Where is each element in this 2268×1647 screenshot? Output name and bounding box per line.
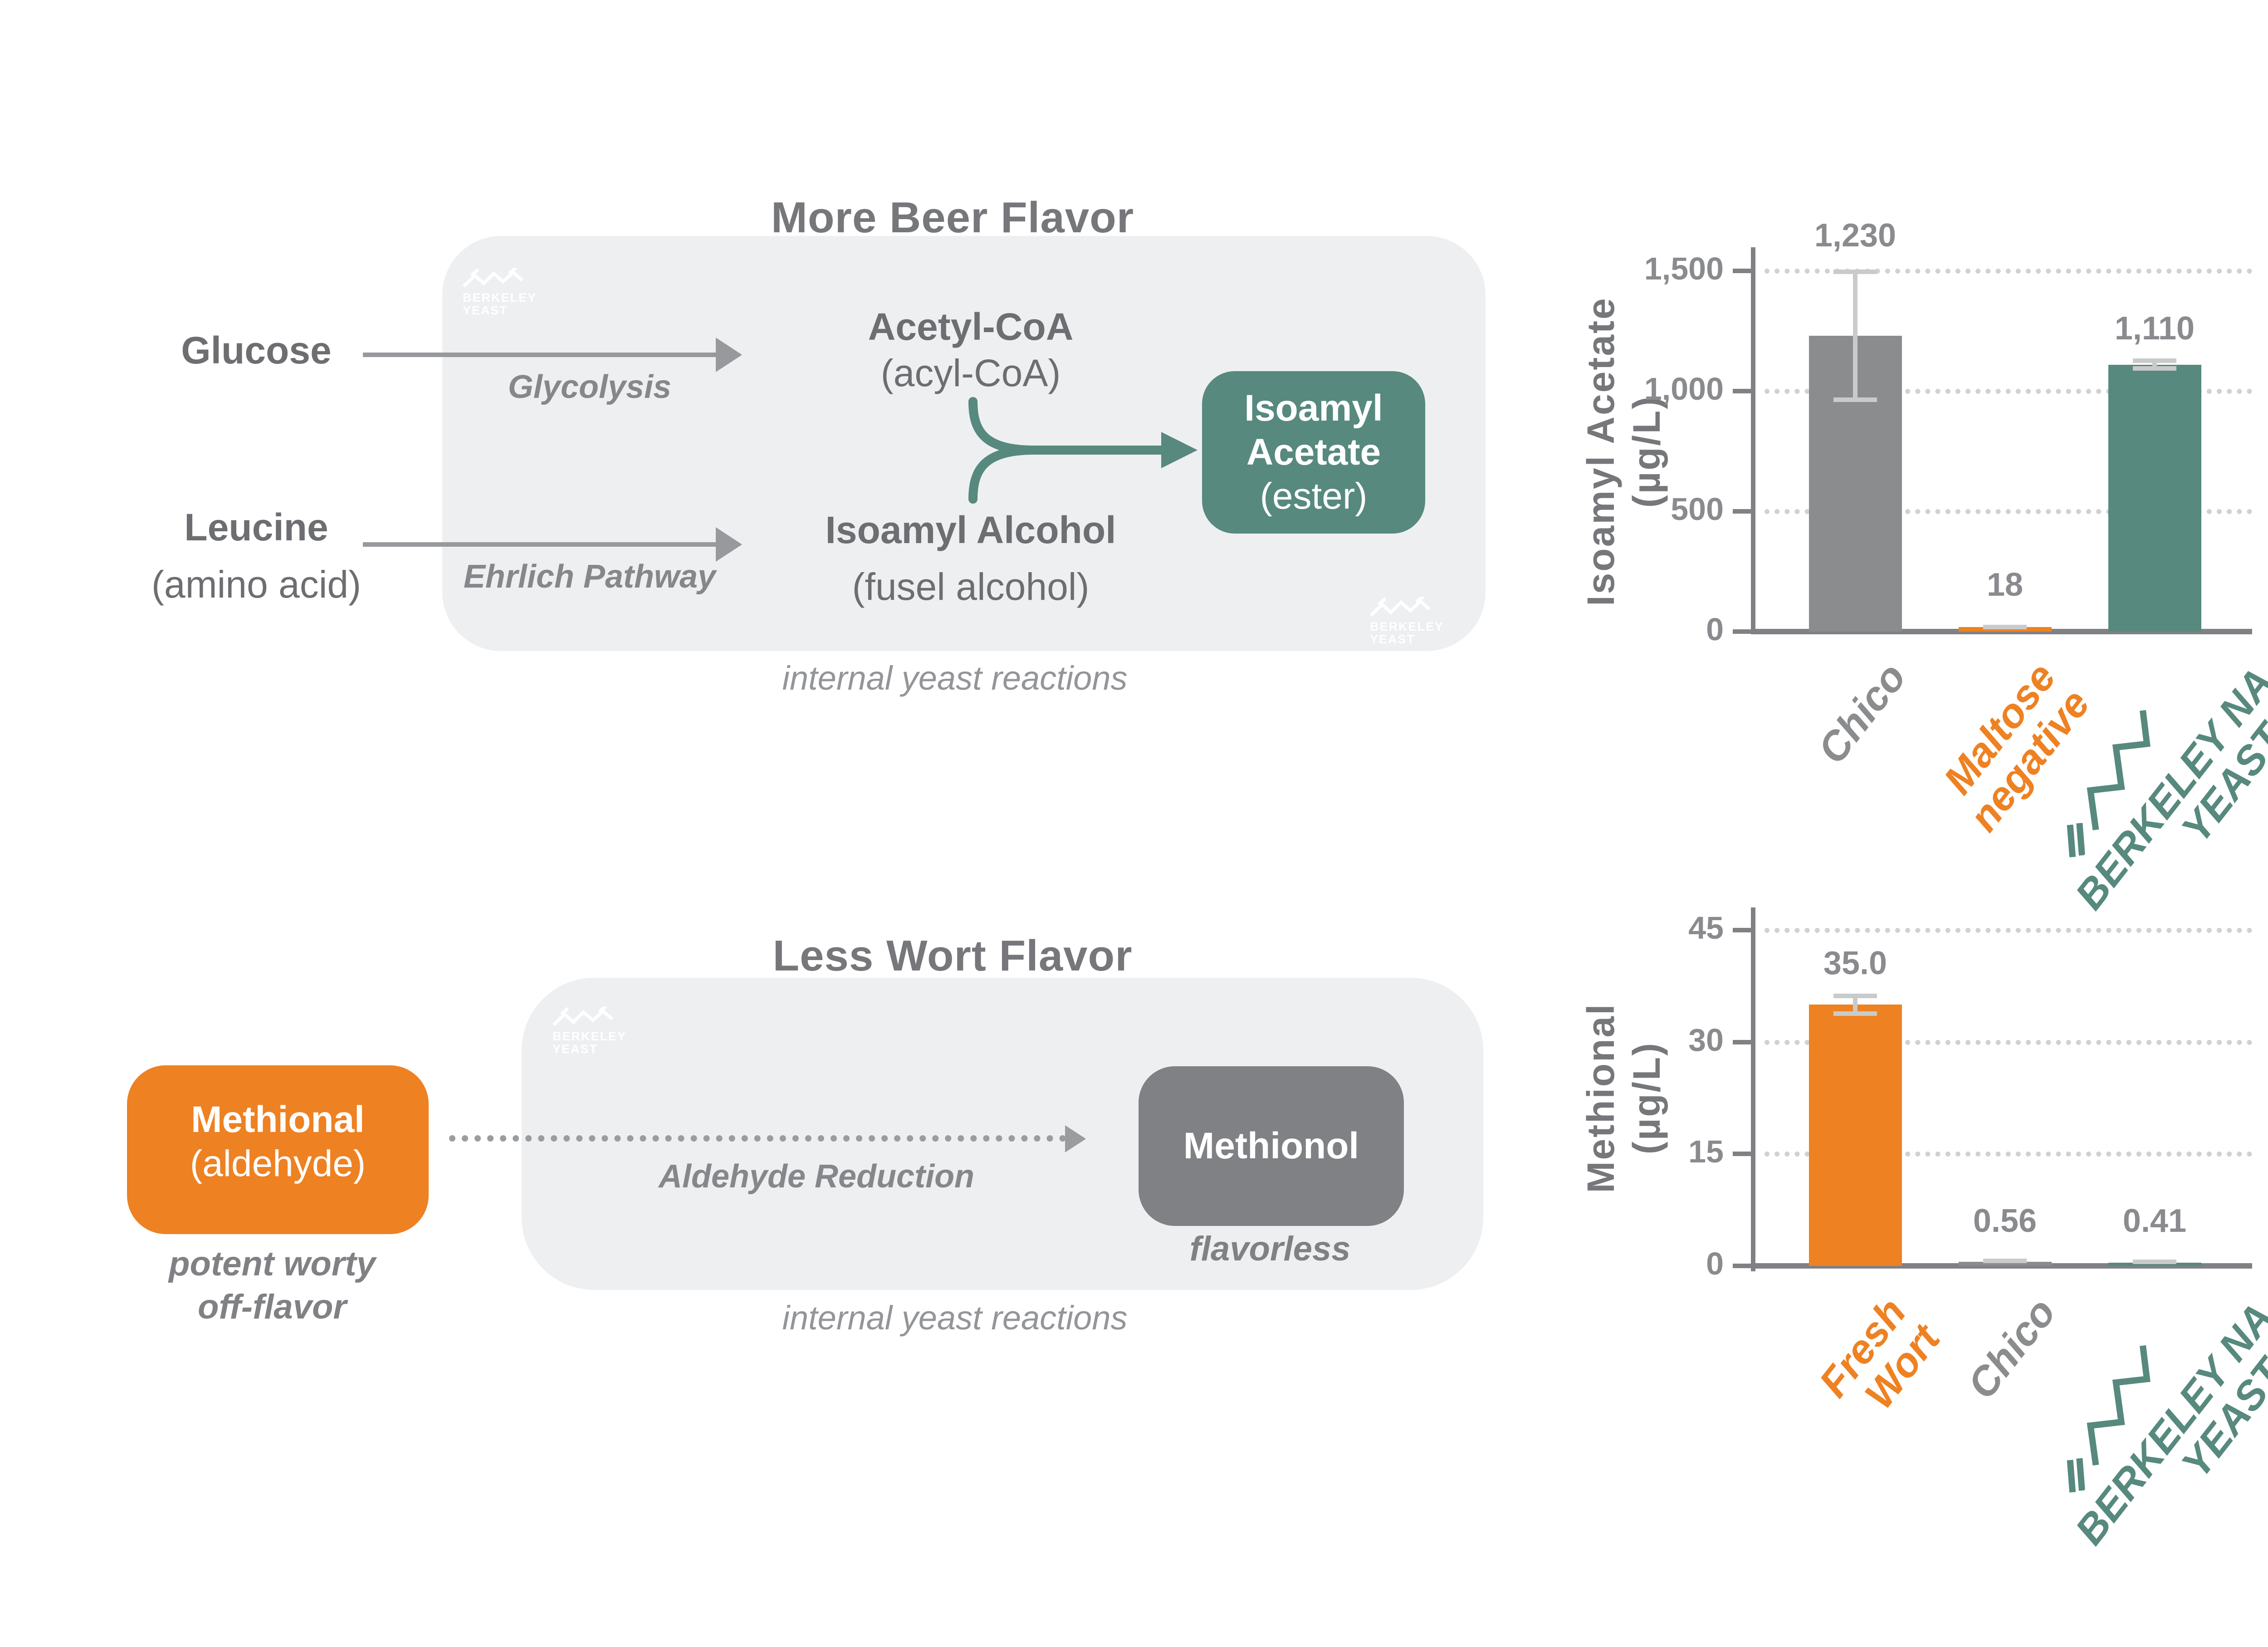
berkeley-yeast-mountain-icon [463,268,523,288]
watermark-text: YEAST [1370,632,1416,647]
ehrlich-arrowhead-icon [716,527,742,562]
result-line: Acetate [1246,431,1381,473]
tick [1733,629,1751,634]
bar-berkeley-na-yeast [2108,364,2201,632]
bar-maltose-negative [1959,627,2052,632]
ytick-label: 15 [1688,1134,1724,1169]
gridline [1765,928,2252,933]
top-chart-y-axis-title: Isoamyl Acetate (µg/L) [1579,297,1668,606]
methional-note: potent worty off-flavor [169,1245,376,1326]
errorbar [2133,1259,2176,1264]
value-label: 1,110 [2114,310,2195,347]
berkeley-yeast-watermark: BERKELEY YEAST [1370,597,1444,647]
ytick-label: 0 [1706,1246,1724,1281]
ytick-label: 500 [1671,491,1724,527]
gridline [1765,389,2252,394]
bottom-chart-plot-area [1755,928,2252,1266]
errorbar [1833,270,1877,402]
acetyl-coa-node: Acetyl-CoA [868,305,1074,348]
watermark-text: BERKELEY [552,1029,627,1043]
berkeley-yeast-watermark: BERKELEY YEAST [463,268,537,318]
berkeley-yeast-mark-icon [2067,1345,2151,1493]
top-chart-plot-area [1755,269,2252,632]
watermark-text: YEAST [552,1042,598,1056]
ytick-label: 1,500 [1644,251,1724,286]
source-line: Methional [191,1099,365,1140]
tick [1733,1040,1751,1044]
gridline [1765,1040,2252,1045]
tick [1733,269,1751,273]
watermark-text: BERKELEY [463,291,537,304]
tick [1733,389,1751,393]
merge-arrow-icon [968,397,1198,504]
glucose-node: Glucose [181,329,332,372]
ytick-label: 30 [1688,1022,1724,1058]
glycolysis-arrow [363,353,717,357]
berkeley-yeast-mountain-icon [1370,597,1431,617]
bar-berkeley-na-yeast [2108,1263,2201,1266]
ytick-label: 0 [1706,612,1724,647]
result-line: Isoamyl [1244,387,1383,429]
xlabel-berkeley-na-yeast: BERKELEY NA YEAST [1926,1291,2268,1553]
ehrlich-pathway-label: Ehrlich Pathway [463,559,716,595]
bottom-section-title: Less Wort Flavor [772,931,1133,980]
errorbar [1833,993,1877,1016]
methionol-box: Methionol [1139,1066,1404,1226]
isoamyl-alcohol-node: Isoamyl Alcohol [825,509,1116,551]
berkeley-yeast-mountain-icon [552,1006,613,1026]
acetyl-coa-sub: (acyl-CoA) [880,352,1061,394]
value-label: 18 [1986,567,2024,603]
isoamyl-alcohol-sub: (fusel alcohol) [852,565,1090,608]
tick [1733,1264,1751,1268]
top-section-title: More Beer Flavor [771,193,1134,242]
errorbar [1983,1258,2027,1263]
ehrlich-arrow [363,542,717,547]
value-label: 0.41 [2122,1203,2187,1239]
flavorless-note: flavorless [1189,1230,1351,1268]
ytick-label: 1,000 [1644,371,1724,407]
methional-box: Methional (aldehyde) [127,1065,429,1234]
gridline [1765,1152,2252,1157]
value-label: 35.0 [1823,945,1887,981]
aldehyde-reduction-arrowhead-icon [1065,1125,1086,1152]
watermark-text: YEAST [463,304,508,318]
bar-chico [1959,1261,2052,1266]
gridline [1765,509,2252,514]
value-label: 1,230 [1814,217,1897,254]
leucine-node: Leucine [184,506,328,549]
errorbar [1983,624,2027,629]
result-line: (ester) [1260,475,1368,517]
bottom-caption: internal yeast reactions [782,1299,1128,1337]
aldehyde-reduction-arrow [449,1135,1066,1142]
glycolysis-arrowhead-icon [716,338,742,372]
top-chart-y-axis [1751,247,1755,634]
methionol-label: Methionol [1183,1125,1359,1167]
bar-fresh-wort [1809,1005,1902,1266]
berkeley-yeast-watermark: BERKELEY YEAST [552,1006,627,1056]
top-caption: internal yeast reactions [782,659,1128,697]
xlabel-berkeley-na-yeast: BERKELEY NA YEAST [1926,656,2268,918]
ytick-label: 45 [1688,910,1724,946]
source-line: (aldehyde) [190,1142,366,1184]
leucine-sub: (amino acid) [151,563,362,606]
tick [1733,1152,1751,1156]
tick [1733,509,1751,514]
errorbar [2133,358,2176,371]
bottom-chart-y-axis [1751,907,1755,1271]
berkeley-yeast-mark-icon [2067,710,2151,858]
glycolysis-label: Glycolysis [508,369,672,405]
aldehyde-reduction-label: Aldehyde Reduction [658,1158,975,1195]
tick [1733,928,1751,932]
watermark-text: BERKELEY [1370,620,1444,633]
value-label: 0.56 [1973,1203,2037,1239]
gridline [1765,269,2252,274]
isoamyl-acetate-box: Isoamyl Acetate (ester) [1202,371,1425,534]
